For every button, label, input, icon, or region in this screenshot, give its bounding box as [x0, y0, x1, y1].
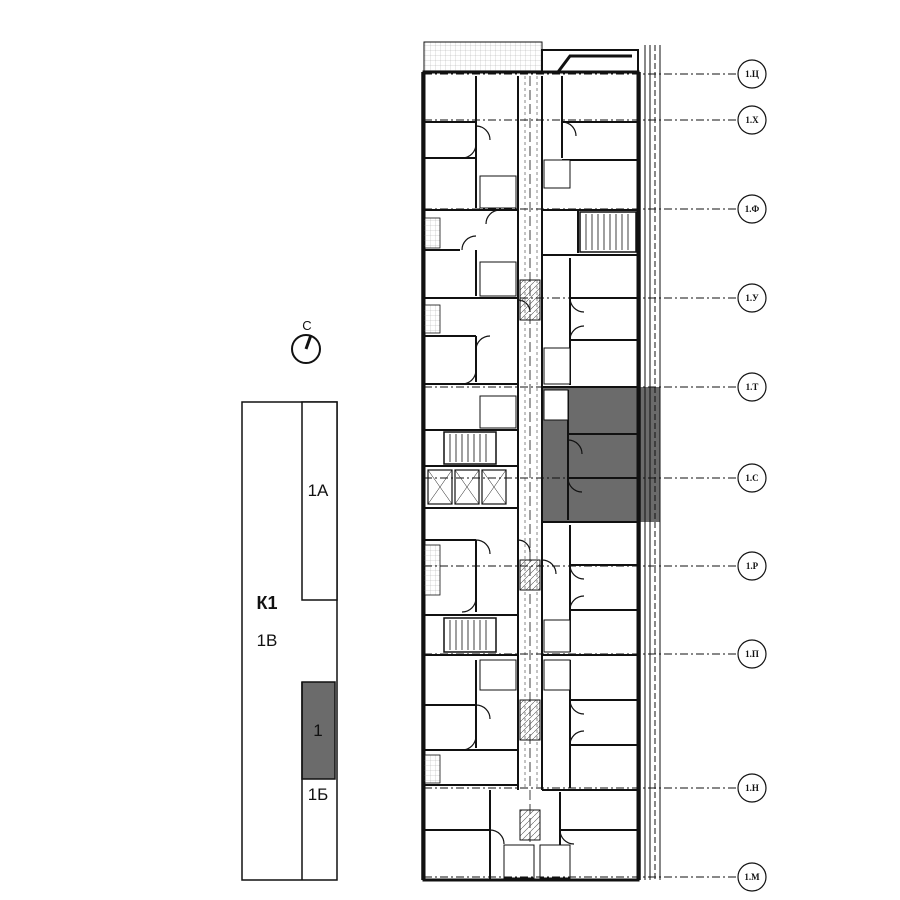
axis-marker-1t [737, 372, 767, 402]
keyplan-label-1a: 1А [308, 481, 329, 500]
keyplan-label-1v: 1В [257, 631, 278, 650]
compass-circle [291, 334, 321, 364]
axis-marker-1m [737, 862, 767, 892]
keyplan-section-1a [301, 401, 338, 601]
axis-marker-1s [737, 463, 767, 493]
axis-marker-1n [737, 773, 767, 803]
compass-needle [304, 334, 313, 350]
keyplan-label-1: 1 [313, 721, 322, 740]
axis-marker-1c [737, 59, 767, 89]
axis-label-1n: 1.Н [745, 783, 759, 793]
axis-label-1m: 1.М [744, 872, 760, 882]
axis-label-1f: 1.Ф [745, 204, 760, 214]
axis-markers: 1.Ц 1.Х 1.Ф 1.У 1.Т 1.С 1.Р 1.П 1.Н 1.М [424, 59, 767, 892]
axis-marker-1f [737, 194, 767, 224]
axis-label-1h: 1.Х [745, 115, 759, 125]
outer-wall [422, 70, 640, 882]
axis-marker-1p [737, 639, 767, 669]
axis-label-1c: 1.Ц [745, 69, 759, 79]
axis-label-1r: 1.Р [746, 561, 759, 571]
axis-label-1u: 1.У [745, 293, 759, 303]
axis-label-1t: 1.Т [746, 382, 759, 392]
keyplan-section-1-highlight [301, 681, 336, 780]
axis-label-1p: 1.П [745, 649, 759, 659]
axis-marker-1h [737, 105, 767, 135]
keyplan-label-1b: 1Б [308, 785, 329, 804]
compass: С [291, 318, 321, 364]
axis-marker-1u [737, 283, 767, 313]
floor-plan [421, 41, 661, 882]
keyplan-building-label: К1 [257, 593, 278, 613]
compass-north-label: С [302, 318, 311, 333]
axis-marker-1r [737, 551, 767, 581]
keyplan: 1А К1 1В 1 1Б [241, 401, 338, 881]
axis-label-1s: 1.С [745, 473, 758, 483]
